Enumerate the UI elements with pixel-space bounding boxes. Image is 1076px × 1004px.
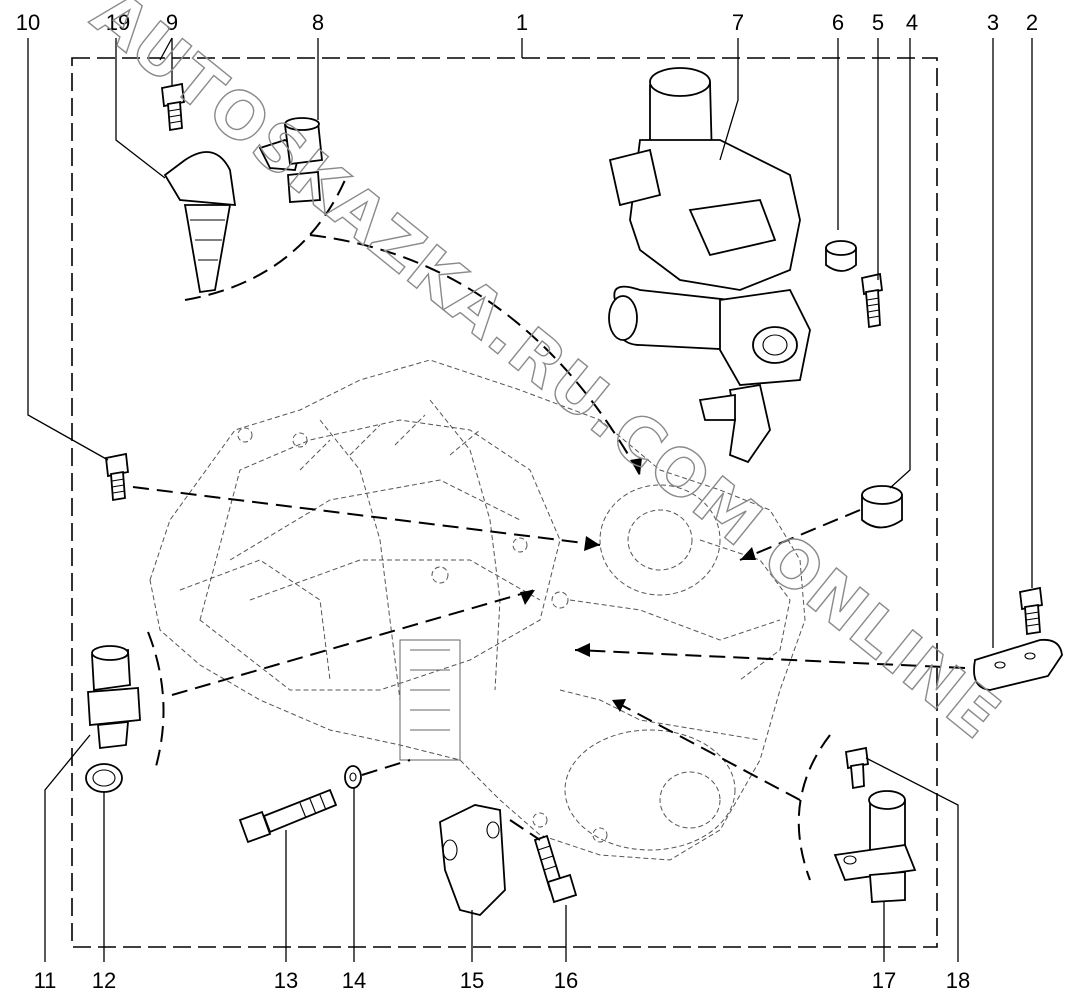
callout-9: 9 <box>166 10 178 35</box>
callout-10: 10 <box>16 10 40 35</box>
callout-numbers: 10 19 9 8 1 7 6 5 4 3 2 11 12 13 14 15 1… <box>16 10 1038 993</box>
arrow-heads <box>520 458 756 712</box>
callout-1: 1 <box>516 10 528 35</box>
sensor-bolt <box>161 82 185 132</box>
callout-3: 3 <box>987 10 999 35</box>
watermark-text: AUTOSKAZKA.RU.COM ONLINE <box>78 0 1014 755</box>
speed-sensor <box>163 151 237 294</box>
sensor-bolt-lower <box>845 746 869 790</box>
callout-12: 12 <box>92 968 116 993</box>
leader-switch-11 <box>171 589 536 696</box>
callout-4: 4 <box>906 10 918 35</box>
leader-plate-3 <box>574 649 966 669</box>
sensor-arc-left <box>147 631 165 771</box>
callout-6: 6 <box>832 10 844 35</box>
sensor-arc-right <box>797 734 831 881</box>
actuator-path <box>309 234 641 476</box>
support-bracket <box>439 804 506 916</box>
callout-8: 8 <box>312 10 324 35</box>
leader-bolt-16 <box>509 819 541 841</box>
leader-plug-4 <box>739 509 861 561</box>
callout-7: 7 <box>732 10 744 35</box>
flat-washer <box>344 765 362 789</box>
callout-14: 14 <box>342 968 366 993</box>
callout-17: 17 <box>872 968 896 993</box>
callout-13: 13 <box>274 968 298 993</box>
leader-sensor-17 <box>611 699 801 801</box>
rpm-sensor <box>833 790 917 903</box>
callout-5: 5 <box>872 10 884 35</box>
mounting-plate <box>973 638 1063 691</box>
callout-2: 2 <box>1026 10 1038 35</box>
cap-plug <box>825 240 857 272</box>
callout-19: 19 <box>106 10 130 35</box>
actuator-bolt <box>861 272 883 329</box>
reverse-light-switch <box>87 645 141 750</box>
callout-11: 11 <box>34 968 57 993</box>
sensor-arc-top <box>184 179 346 301</box>
leader-bolt-13 <box>361 759 411 776</box>
gear-actuator-unit <box>608 67 811 464</box>
plate-bolt <box>1019 586 1043 636</box>
gearbox-housing <box>149 359 806 861</box>
leader-bolt-10 <box>132 486 601 546</box>
drain-plug <box>861 485 903 529</box>
callout-15: 15 <box>460 968 484 993</box>
position-sensor <box>258 117 323 203</box>
callout-leaders <box>27 37 1033 962</box>
housing-bolt <box>105 452 129 502</box>
callout-18: 18 <box>946 968 970 993</box>
assembly-frame <box>71 57 938 948</box>
long-bolt <box>238 788 338 844</box>
bracket-bolt <box>533 834 578 904</box>
sealing-washer <box>85 763 123 793</box>
callout-16: 16 <box>554 968 578 993</box>
